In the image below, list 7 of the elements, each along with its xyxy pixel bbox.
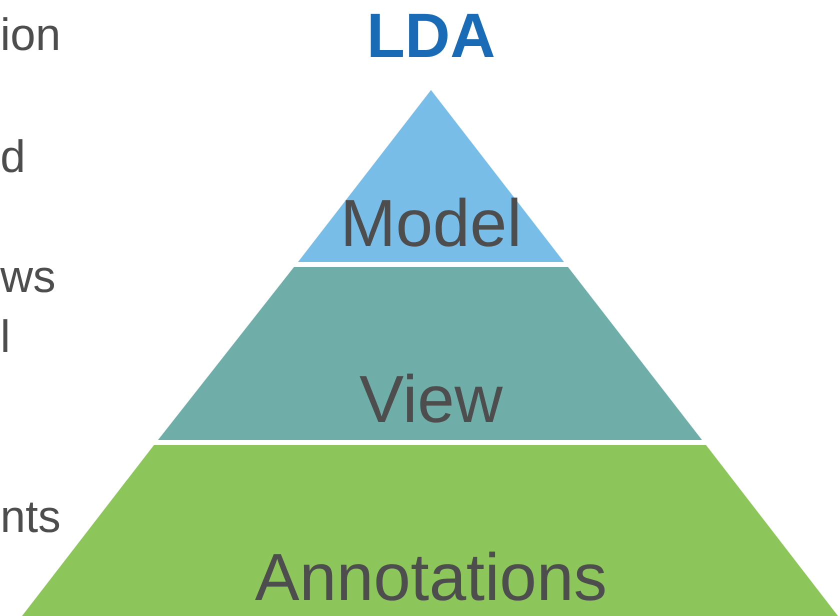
- cut-off-text: ion: [3, 17, 58, 50]
- cut-off-text: d: [2, 139, 23, 172]
- cut-off-text: l: [3, 319, 8, 352]
- title: LDA: [370, 14, 494, 57]
- pyramid-band: View: [158, 267, 702, 440]
- cut-off-text: ws: [0, 268, 54, 292]
- pyramid-top: Model: [298, 90, 564, 262]
